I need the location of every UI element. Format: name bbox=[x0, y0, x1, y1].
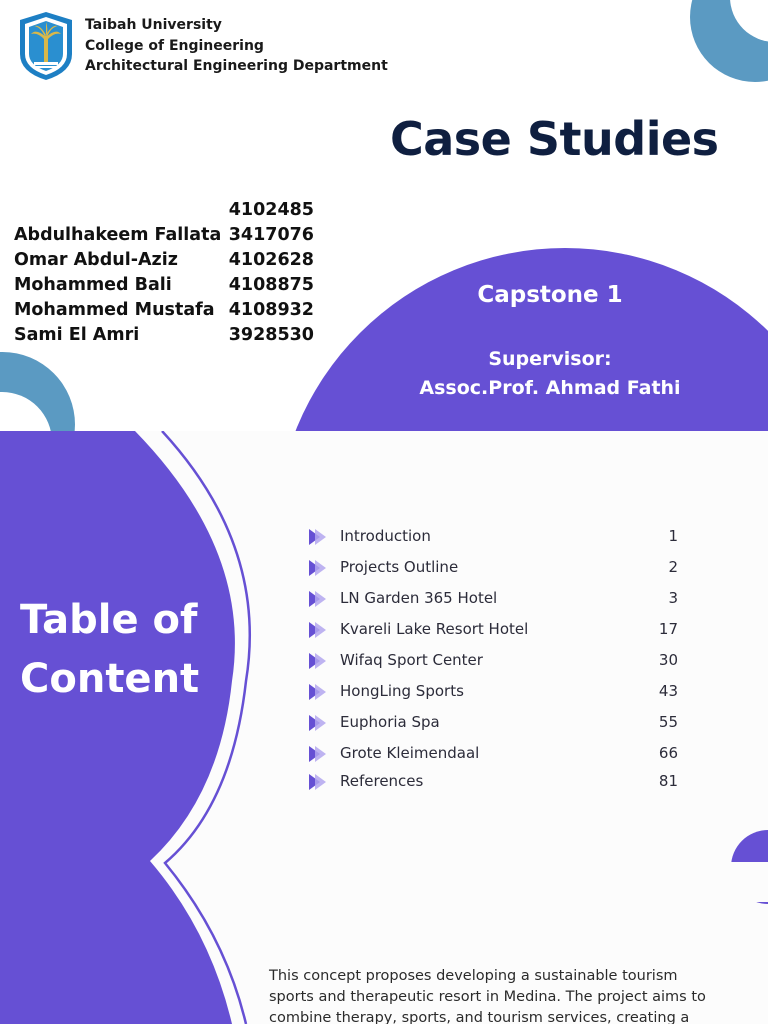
play-arrow-icon bbox=[309, 622, 326, 638]
student-row: Abdulhakeem Fallata 3417076 bbox=[14, 223, 314, 248]
toc-item-label: References bbox=[340, 772, 424, 790]
toc-item[interactable]: LN Garden 365 Hotel 3 bbox=[308, 587, 678, 611]
toc-item[interactable]: References 81 bbox=[308, 770, 678, 794]
document-title: Case Studies bbox=[390, 112, 719, 166]
capstone-label: Capstone 1 bbox=[477, 282, 623, 308]
play-arrow-icon bbox=[309, 653, 326, 669]
toc-item-page: 30 bbox=[658, 651, 678, 669]
toc-item-page: 81 bbox=[658, 772, 678, 790]
play-arrow-icon bbox=[309, 560, 326, 576]
toc-item[interactable]: Euphoria Spa 55 bbox=[308, 711, 678, 735]
toc-item-page: 3 bbox=[668, 589, 678, 607]
toc-item-label: HongLing Sports bbox=[340, 682, 464, 700]
toc-item[interactable]: Introduction 1 bbox=[308, 525, 678, 549]
toc-item[interactable]: Projects Outline 2 bbox=[308, 556, 678, 580]
toc-title-line: Table of bbox=[20, 597, 198, 643]
college-name: College of Engineering bbox=[85, 37, 264, 54]
toc-item[interactable]: Kvareli Lake Resort Hotel 17 bbox=[308, 618, 678, 642]
toc-title: Table of Content bbox=[20, 591, 199, 709]
supervisor-block: Supervisor: Assoc.Prof. Ahmad Fathi bbox=[400, 345, 700, 403]
toc-item-label: Introduction bbox=[340, 527, 431, 545]
student-id: 4102628 bbox=[228, 250, 314, 270]
student-id: 4108932 bbox=[228, 300, 314, 320]
department-name: Architectural Engineering Department bbox=[85, 58, 388, 74]
play-arrow-icon bbox=[309, 591, 326, 607]
toc-item-page: 1 bbox=[668, 527, 678, 545]
supervisor-name: Assoc.Prof. Ahmad Fathi bbox=[419, 377, 681, 399]
student-id: 4108875 bbox=[228, 275, 314, 295]
toc-item-label: Projects Outline bbox=[340, 558, 459, 576]
student-name: Mohammed Mustafa bbox=[14, 300, 215, 320]
toc-item-label: Euphoria Spa bbox=[340, 713, 440, 731]
student-row: 4102485 bbox=[14, 198, 314, 223]
institution-header: Taibah University College of Engineering… bbox=[85, 15, 388, 77]
table-of-content-section: Table of Content Introduction 1 Projects… bbox=[0, 431, 768, 1024]
play-arrow-icon bbox=[309, 774, 326, 790]
concept-paragraph: This concept proposes developing a susta… bbox=[269, 968, 706, 1024]
toc-item-label: Kvareli Lake Resort Hotel bbox=[340, 620, 529, 638]
student-id: 4102485 bbox=[228, 200, 314, 220]
student-name: Omar Abdul-Aziz bbox=[14, 250, 178, 270]
toc-item-label: Grote Kleimendaal bbox=[340, 744, 480, 762]
student-row: Omar Abdul-Aziz 4102628 bbox=[14, 248, 314, 273]
student-list: 4102485 Abdulhakeem Fallata 3417076 Omar… bbox=[14, 198, 314, 348]
play-arrow-icon bbox=[309, 715, 326, 731]
toc-item-page: 55 bbox=[658, 713, 678, 731]
student-name: Abdulhakeem Fallata bbox=[14, 225, 222, 245]
toc-item-page: 43 bbox=[658, 682, 678, 700]
play-arrow-icon bbox=[309, 529, 326, 545]
toc-item[interactable]: Grote Kleimendaal 66 bbox=[308, 742, 678, 766]
student-row: Mohammed Mustafa 4108932 bbox=[14, 298, 314, 323]
toc-item-page: 17 bbox=[658, 620, 678, 638]
student-name: Mohammed Bali bbox=[14, 275, 172, 295]
student-name: Sami El Amri bbox=[14, 325, 140, 345]
toc-item-page: 2 bbox=[668, 558, 678, 576]
purple-side-panel bbox=[0, 431, 252, 1024]
decorative-half-circle-mask bbox=[720, 862, 768, 902]
toc-item-label: Wifaq Sport Center bbox=[340, 651, 483, 669]
student-id: 3417076 bbox=[228, 225, 314, 245]
toc-item[interactable]: Wifaq Sport Center 30 bbox=[308, 649, 678, 673]
supervisor-label: Supervisor: bbox=[488, 348, 612, 370]
toc-title-line: Content bbox=[20, 656, 200, 702]
university-logo bbox=[16, 10, 76, 82]
toc-item-label: LN Garden 365 Hotel bbox=[340, 589, 498, 607]
student-id: 3928530 bbox=[228, 325, 314, 345]
toc-item-page: 66 bbox=[658, 744, 678, 762]
play-arrow-icon bbox=[309, 684, 326, 700]
university-name: Taibah University bbox=[85, 17, 222, 33]
student-row: Mohammed Bali 4108875 bbox=[14, 273, 314, 298]
play-arrow-icon bbox=[309, 746, 326, 762]
student-row: Sami El Amri 3928530 bbox=[14, 323, 314, 348]
toc-item[interactable]: HongLing Sports 43 bbox=[308, 680, 678, 704]
